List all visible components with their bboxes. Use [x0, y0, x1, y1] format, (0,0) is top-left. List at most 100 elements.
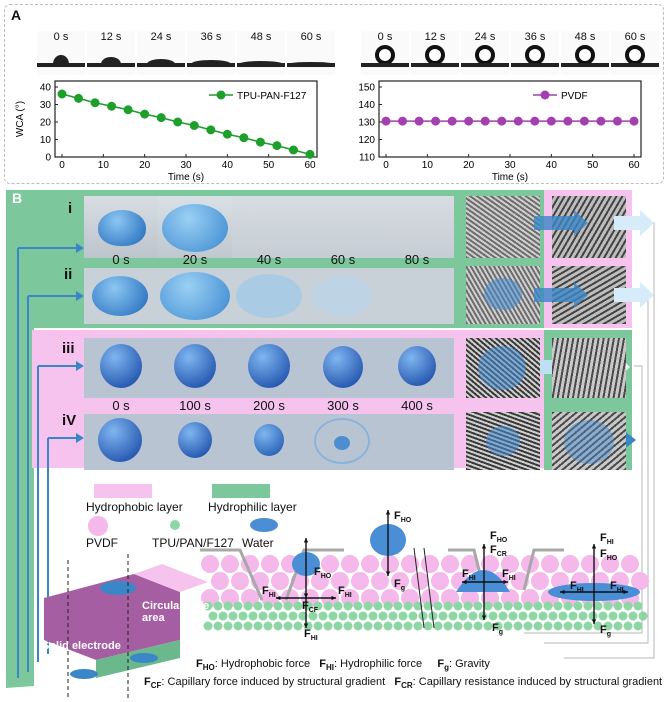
frame-time: 24 s — [474, 31, 496, 43]
photo-row-i — [84, 196, 454, 258]
tpu-swatch — [170, 520, 180, 530]
data-point — [123, 105, 133, 115]
circular-hole-label: Circular hole area — [142, 600, 210, 624]
tpu-bead — [403, 621, 413, 631]
arrowhead — [303, 538, 309, 543]
arrowhead — [503, 579, 508, 585]
pvdf-bead — [321, 555, 339, 573]
frame-time: 48 s — [250, 31, 272, 43]
frame-time: 60 s — [300, 31, 322, 43]
sem-image — [466, 338, 540, 398]
tpu-bead — [353, 601, 363, 611]
y-axis-label: WCA (°) — [15, 101, 26, 137]
pvdf-bead — [331, 572, 349, 590]
tpu-bead — [253, 621, 263, 631]
caption-hi: : Hydrophilic force — [334, 658, 423, 670]
sem-image — [466, 266, 540, 324]
data-point — [530, 116, 540, 126]
tpu-bead — [583, 621, 593, 631]
tpu-bead — [358, 611, 368, 621]
data-point — [255, 137, 265, 147]
data-point — [563, 116, 573, 126]
y-tick-label: 30 — [40, 100, 52, 111]
y-tick-label: 20 — [40, 118, 52, 129]
caption-cf: : Capillary force induced by structural … — [161, 676, 386, 688]
tpu-bead — [408, 611, 418, 621]
tpu-bead — [313, 601, 323, 611]
tpu-bead — [383, 601, 393, 611]
tpu-bead — [493, 601, 503, 611]
tpu-bead — [598, 611, 608, 621]
times-row-iii: 0 s 100 s 200 s 300 s 400 s — [84, 398, 454, 413]
caption-line-1: FHO: Hydrophobic force FHI: Hydrophilic … — [196, 658, 490, 673]
x-tick-label: 30 — [180, 160, 192, 171]
tpu-bead — [213, 621, 223, 631]
tpu-bead — [608, 611, 618, 621]
pvdf-bead — [481, 555, 499, 573]
sem-image — [552, 338, 626, 398]
x-tick-label: 50 — [263, 160, 275, 171]
y-tick-label: 150 — [358, 83, 375, 94]
arrowhead — [385, 571, 391, 576]
tpu-bead — [323, 621, 333, 631]
time-label: 60 s — [330, 252, 356, 267]
sem-image — [552, 412, 626, 470]
pvdf-bead — [601, 555, 619, 573]
x-tick-label: 10 — [98, 160, 110, 171]
photo-row-iv — [84, 414, 454, 470]
arrowhead — [303, 593, 309, 598]
tpu-bead — [483, 621, 493, 631]
tpu-bead — [623, 601, 633, 611]
tpu-bead — [493, 621, 503, 631]
tpu-bead — [593, 601, 603, 611]
panel-a: A 0 s 12 s 24 s 36 s 48 s 60 s 0 s 12 s … — [4, 4, 664, 184]
tpu-bead — [283, 601, 293, 611]
data-point — [381, 116, 391, 126]
pvdf-bead — [561, 555, 579, 573]
tpu-bead — [213, 601, 223, 611]
tpu-bead — [283, 621, 293, 631]
tpu-bead — [413, 621, 423, 631]
caption-ho: : Hydrophobic force — [214, 658, 311, 670]
force-label: FHI — [600, 532, 614, 547]
tpu-bead — [538, 611, 548, 621]
force-label: FHI — [502, 568, 516, 583]
force-label: Fg — [600, 624, 612, 639]
arrowhead — [331, 595, 336, 601]
arrowhead — [462, 579, 467, 585]
drop-frame: 60 s — [287, 31, 335, 75]
tpu-bead — [443, 621, 453, 631]
pvdf-bead — [401, 555, 419, 573]
tpu-bead — [453, 621, 463, 631]
tpu-bead — [288, 611, 298, 621]
tpu-bead — [588, 611, 598, 621]
series-line — [61, 93, 311, 156]
force-label: FHO — [600, 548, 618, 563]
tpu-bead — [613, 621, 623, 631]
force-label: FHI — [610, 580, 624, 595]
legend-marker — [540, 90, 550, 100]
force-label: FHI — [462, 568, 476, 583]
pore-wall — [200, 548, 264, 601]
legend-label: PVDF — [561, 91, 588, 102]
data-point — [156, 113, 166, 123]
data-point — [305, 149, 315, 159]
tpu-bead — [258, 611, 268, 621]
pvdf-bead — [541, 555, 559, 573]
tpu-bead — [553, 601, 563, 611]
tpu-bead — [533, 601, 543, 611]
drop-frame: 24 s — [137, 31, 185, 75]
tpu-bead — [223, 601, 233, 611]
x-tick-label: 50 — [587, 160, 599, 171]
y-tick-label: 10 — [40, 135, 52, 146]
tpu-bead — [503, 621, 513, 631]
pvdf-bead — [201, 555, 219, 573]
tpu-bead — [448, 611, 458, 621]
tpu-bead — [298, 611, 308, 621]
hydrophobic-label: Hydrophobic layer — [86, 500, 183, 514]
tpu-bead — [523, 621, 533, 631]
tpu-bead — [433, 601, 443, 611]
force-label: FHI — [304, 628, 318, 643]
tpu-bead — [593, 621, 603, 631]
